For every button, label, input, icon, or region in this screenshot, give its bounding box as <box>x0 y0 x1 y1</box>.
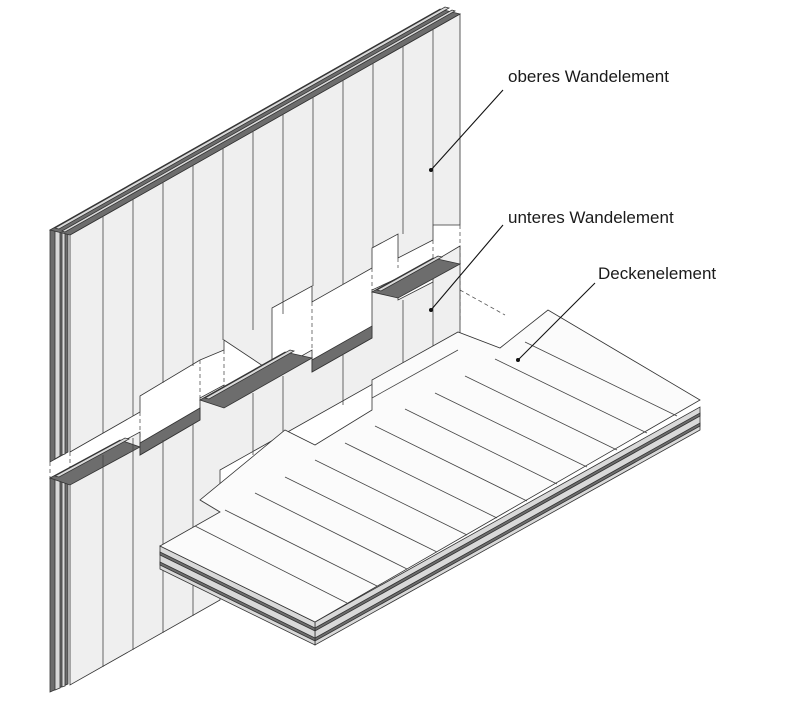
label-floor: Deckenelement <box>598 264 716 283</box>
lower-wall-element <box>49 245 462 693</box>
label-upper-wall: oberes Wandelement <box>508 67 669 86</box>
leader-line-floor <box>517 282 596 361</box>
upper-wall-board-seams <box>102 29 434 433</box>
leader-dot-lower-wall <box>429 308 433 312</box>
leader-dot-upper-wall <box>429 168 433 172</box>
callout-lower-wall: unteres Wandelement <box>429 208 674 312</box>
leader-dot-floor <box>516 358 520 362</box>
lower-wall-board-seams <box>102 282 434 667</box>
floor-plank-seams <box>194 341 678 604</box>
callout-upper-wall: oberes Wandelement <box>429 67 669 172</box>
leader-line-upper-wall <box>430 89 504 171</box>
callout-floor: Deckenelement <box>516 264 716 362</box>
floor-element <box>159 309 701 646</box>
leader-line-lower-wall <box>430 224 504 311</box>
upper-wall-element <box>48 6 462 463</box>
label-lower-wall: unteres Wandelement <box>508 208 674 227</box>
